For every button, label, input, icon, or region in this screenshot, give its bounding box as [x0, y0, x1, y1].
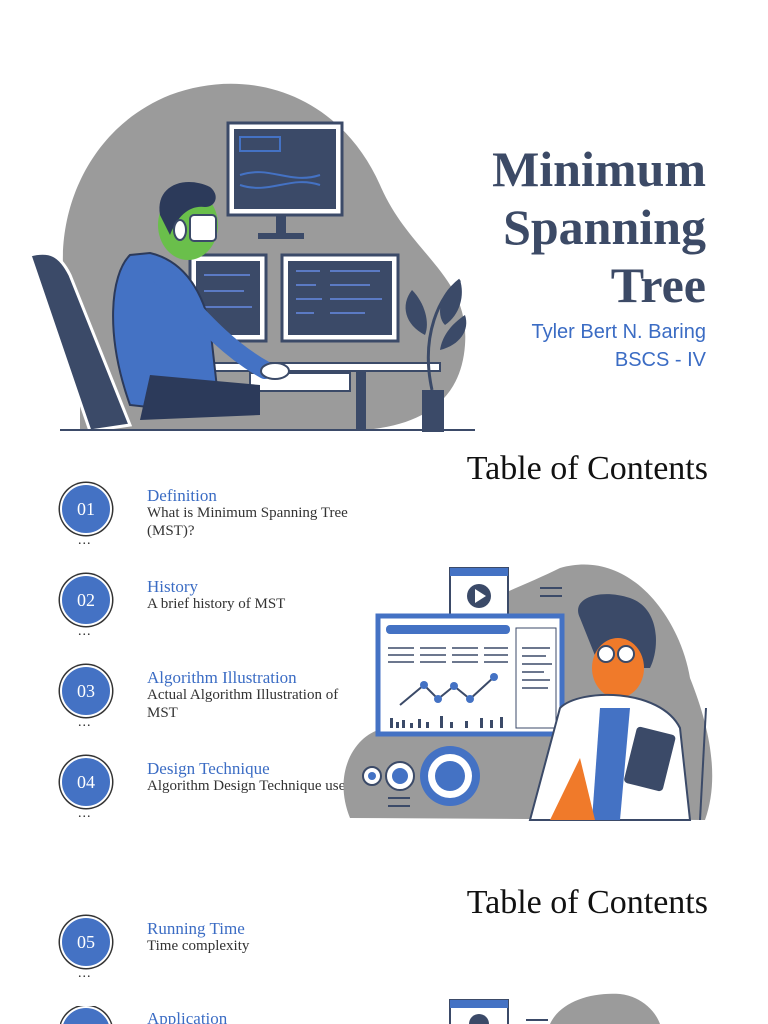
toc-item[interactable]: 05 ... Running Time Time complexity — [60, 916, 360, 996]
item-number-badge: 01 — [60, 483, 112, 535]
item-description: Algorithm Design Technique used — [147, 778, 353, 794]
ellipsis: ... — [78, 806, 92, 821]
toc-heading: Table of Contents — [466, 884, 708, 921]
title-line: Tree — [610, 257, 706, 313]
ellipsis: ... — [78, 966, 92, 981]
ellipsis: ... — [78, 624, 92, 639]
toc-illustration — [343, 564, 713, 821]
item-description: Time complexity — [147, 938, 250, 954]
ellipsis: ... — [78, 715, 92, 730]
slide-title: Minimum Spanning Tree — [406, 140, 706, 314]
toc-item[interactable]: 04 ... Design Technique Algorithm Design… — [60, 756, 360, 836]
item-number-badge: 04 — [60, 756, 112, 808]
author-name: Tyler Bert N. Baring — [531, 321, 706, 343]
item-number-badge: 06 — [60, 1006, 112, 1024]
item-description: A brief history of MST — [147, 596, 286, 612]
item-title: Algorithm Illustration — [147, 668, 297, 687]
course-name: BSCS - IV — [614, 349, 706, 371]
toc-item[interactable]: 02 ... History A brief history of MST — [60, 574, 360, 654]
item-description: Actual Algorithm Illustration of MST — [147, 687, 339, 721]
toc-item[interactable]: 03 ... Algorithm Illustration Actual Alg… — [60, 665, 360, 745]
toc-item[interactable]: 01 ... Definition What is Minimum Spanni… — [60, 483, 360, 563]
item-title: Definition — [147, 486, 217, 505]
item-number-badge: 02 — [60, 574, 112, 626]
author-block: Tyler Bert N. Baring BSCS - IV — [531, 318, 706, 374]
title-line: Minimum — [492, 141, 706, 197]
title-line: Spanning — [503, 199, 706, 255]
item-description: What is Minimum Spanning Tree (MST)? — [147, 505, 348, 539]
toc-item[interactable]: 06 Application — [60, 1006, 360, 1024]
item-title: Running Time — [147, 919, 245, 938]
item-number-badge: 05 — [60, 916, 112, 968]
ellipsis: ... — [78, 533, 92, 548]
toc-heading: Table of Contents — [466, 450, 708, 487]
item-number-badge: 03 — [60, 665, 112, 717]
item-title: Design Technique — [147, 759, 270, 778]
cover-illustration — [28, 83, 475, 433]
item-title: History — [147, 577, 198, 596]
item-title: Application — [147, 1009, 228, 1024]
toc-illustration-partial — [449, 993, 660, 1024]
